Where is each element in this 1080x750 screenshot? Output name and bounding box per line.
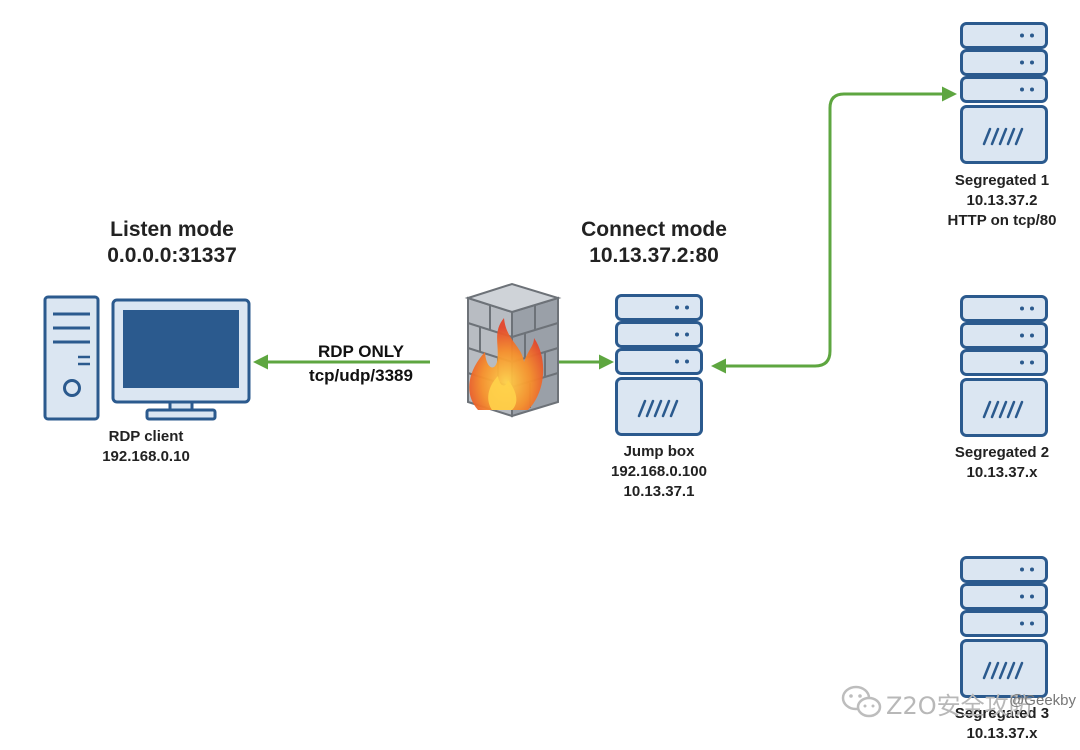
rdp-client-ip: 192.168.0.10 xyxy=(102,448,190,465)
watermark-handle: @Geekby xyxy=(1009,692,1076,709)
server-icon xyxy=(615,294,703,436)
segregated-1-ip: 10.13.37.2 xyxy=(967,192,1038,209)
rdp-link-label: RDP ONLY xyxy=(318,342,405,361)
segregated-1-name: Segregated 1 xyxy=(955,172,1049,189)
rdp-link-port-label: tcp/udp/3389 xyxy=(309,366,413,385)
firewall-icon xyxy=(464,282,562,418)
listen-mode-address: 0.0.0.0:31337 xyxy=(107,244,237,267)
segregated-2-name: Segregated 2 xyxy=(955,444,1049,461)
connect-mode-title: Connect mode xyxy=(581,218,727,241)
wechat-icon xyxy=(841,685,882,718)
segregated-1-service: HTTP on tcp/80 xyxy=(948,212,1057,229)
jump-box-ip-1: 192.168.0.100 xyxy=(611,463,707,480)
server-icon xyxy=(960,22,1048,164)
watermark-text: Z2O安全攻防 xyxy=(886,692,1033,720)
jumpbox-to-segregated1-arrow xyxy=(711,86,957,374)
server-icon xyxy=(960,556,1048,698)
desktop-computer-icon xyxy=(43,295,251,421)
rdp-client-name: RDP client xyxy=(109,428,184,445)
segregated-2-ip: 10.13.37.x xyxy=(967,464,1039,481)
segregated-3-name: Segregated 3 xyxy=(955,705,1049,722)
jump-box-ip-2: 10.13.37.1 xyxy=(624,483,695,500)
jump-box-name: Jump box xyxy=(624,443,695,460)
segregated-3-ip: 10.13.37.x xyxy=(967,725,1039,742)
connect-mode-address: 10.13.37.2:80 xyxy=(589,244,719,267)
listen-mode-title: Listen mode xyxy=(110,218,234,241)
server-icon xyxy=(960,295,1048,437)
